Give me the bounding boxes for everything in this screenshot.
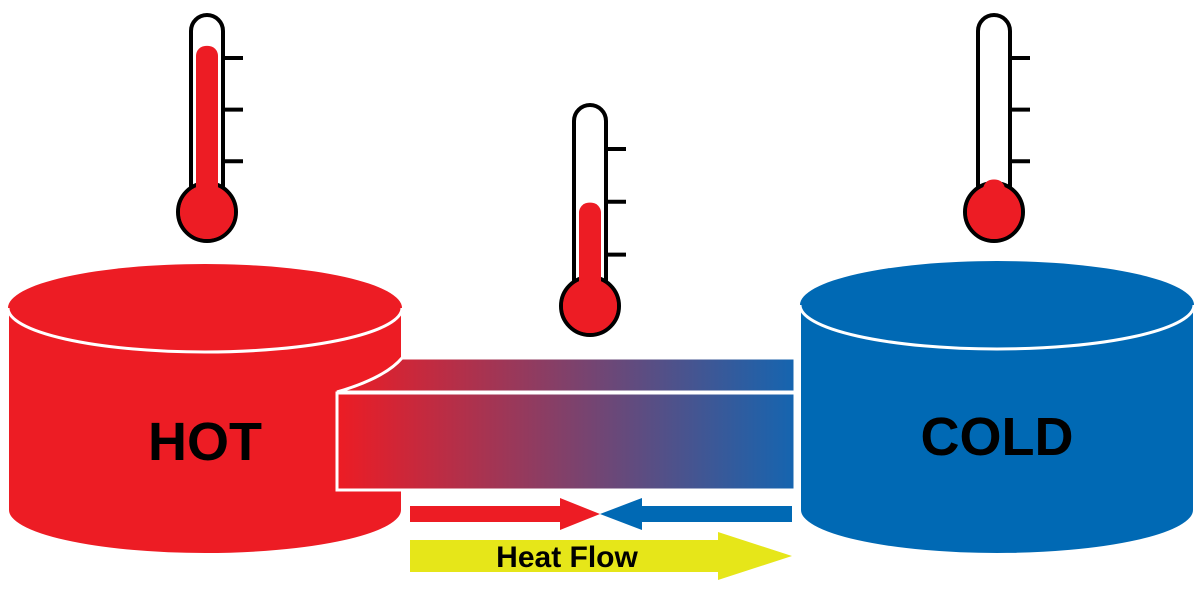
connecting-bar-front [335, 391, 797, 492]
cold-label: COLD [921, 407, 1074, 467]
cold-thermometer-icon [963, 13, 1030, 243]
connecting-bar [335, 356, 797, 492]
heat-flow-label: Heat Flow [496, 541, 638, 574]
cold-container: COLD [798, 261, 1196, 555]
hot-container-body [7, 307, 403, 555]
cold-container-body [799, 304, 1195, 555]
cool-arrow [600, 498, 792, 530]
warm-arrow [410, 498, 600, 530]
hot-thermometer-bulb-fill [180, 185, 234, 239]
heat-flow-arrow: Heat Flow [410, 532, 792, 580]
cold-thermometer-bulb-fill [967, 185, 1021, 239]
hot-thermometer-mercury-column [196, 45, 218, 212]
heat-flow-arrow-shape [410, 532, 792, 580]
hot-container-rim [6, 307, 404, 354]
middle-thermometer-bulb-fill [563, 279, 617, 333]
connecting-bar-top [336, 356, 797, 394]
hot-container: HOT [6, 264, 404, 555]
cold-container-rim [798, 304, 1196, 351]
cold-container-top [800, 261, 1194, 349]
middle-thermometer-icon [559, 103, 626, 337]
hot-label: HOT [148, 412, 262, 472]
hot-container-top [8, 264, 402, 352]
hot-thermometer-icon [176, 13, 243, 243]
